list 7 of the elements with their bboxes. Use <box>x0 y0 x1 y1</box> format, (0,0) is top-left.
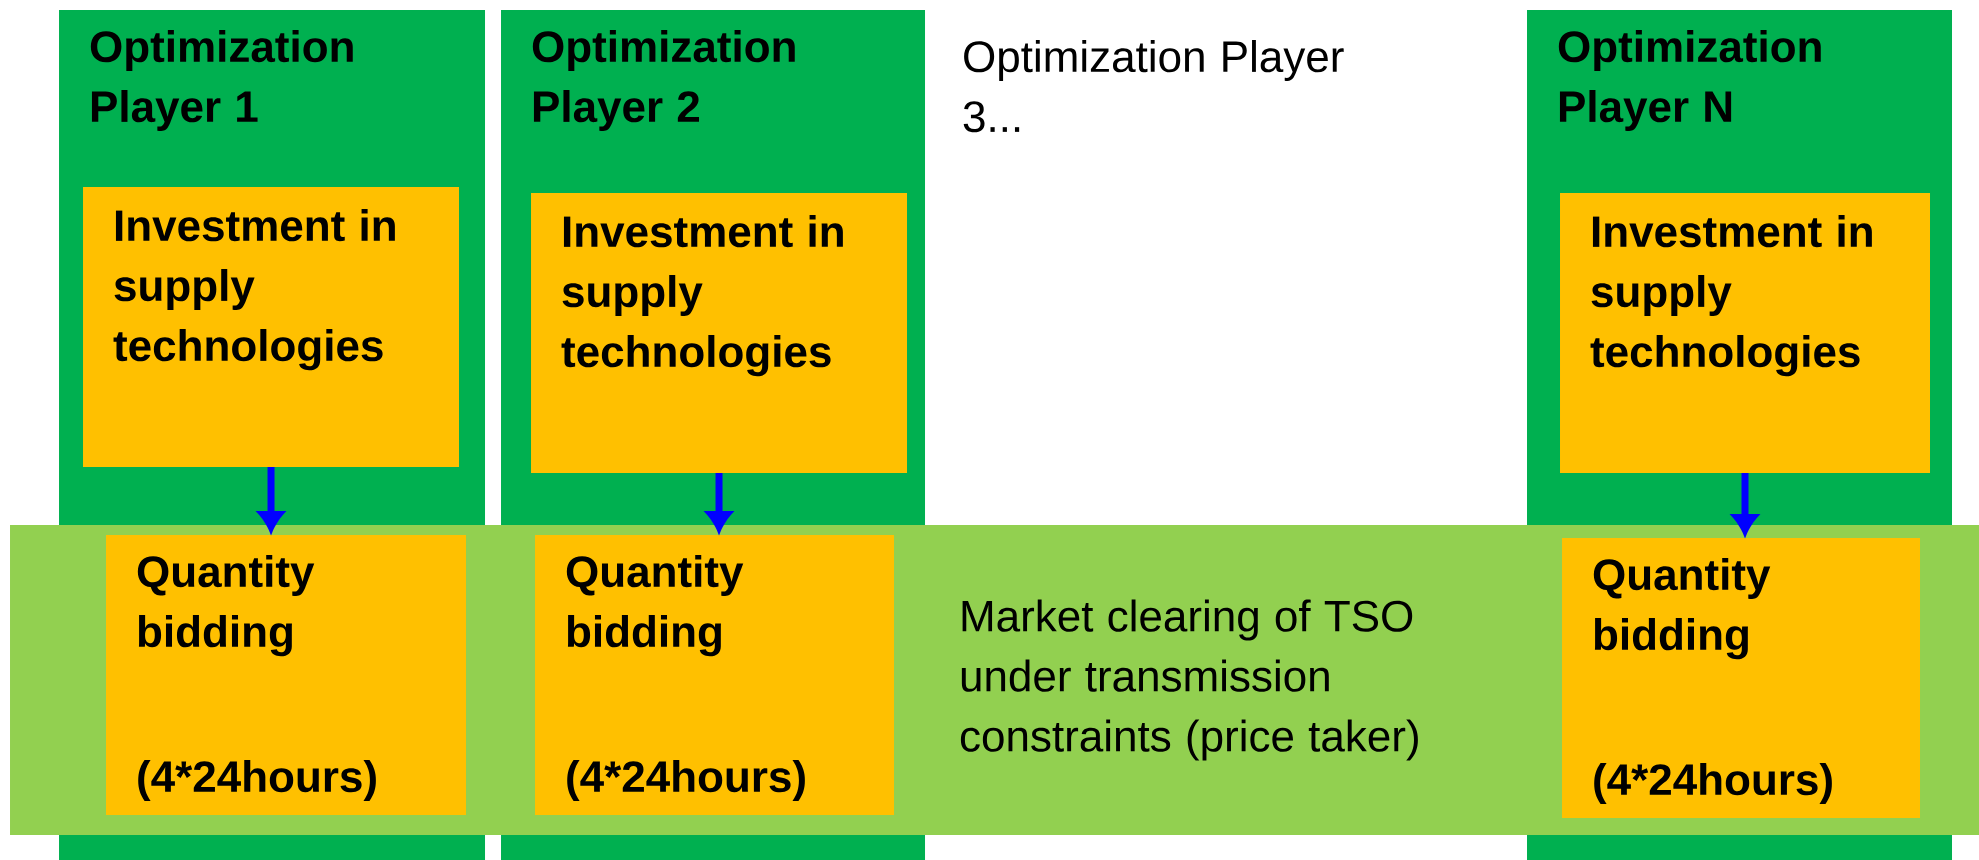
investment-box: Investment in supply technologies <box>83 187 459 467</box>
investment-box: Investment in supply technologies <box>531 193 907 473</box>
player-label: Optimization Player 3... <box>963 40 1344 133</box>
bidding-box: Quantity bidding (4*24hours) <box>535 535 894 815</box>
bidding-box: Quantity bidding (4*24hours) <box>106 535 466 815</box>
investment-box: Investment in supply technologies <box>1560 193 1930 473</box>
bidding-box: Quantity bidding (4*24hours) <box>1562 538 1920 818</box>
